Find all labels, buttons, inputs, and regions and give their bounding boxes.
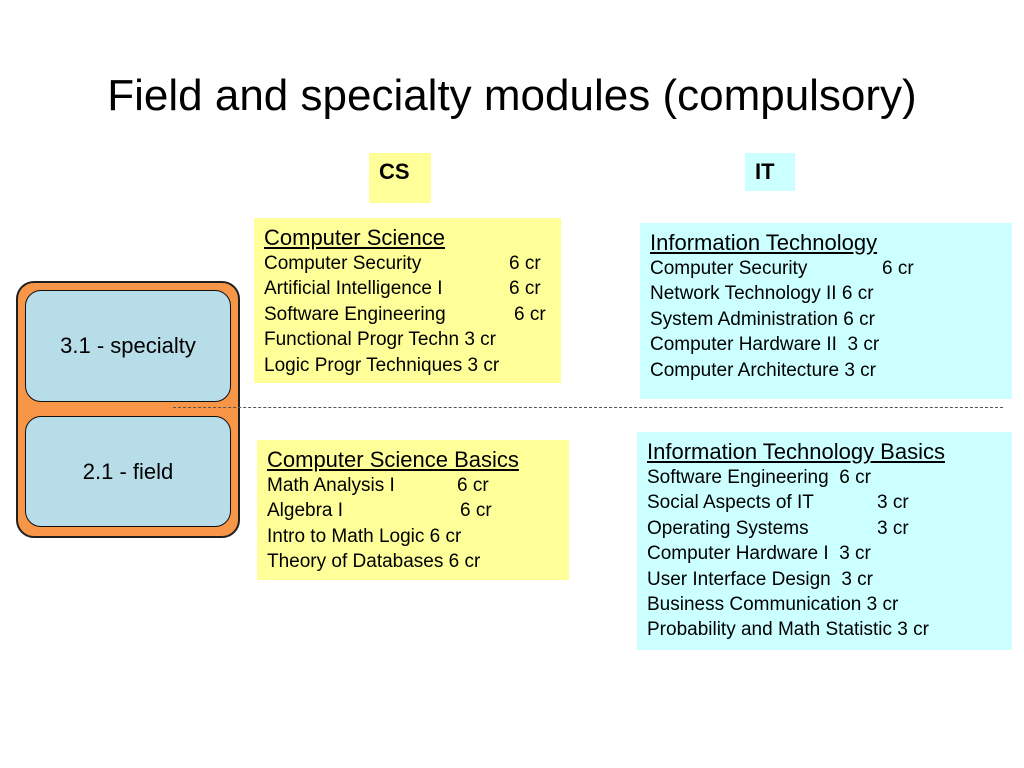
it-tag: IT [745,153,795,191]
list-item: Math Analysis I 6 cr [267,473,569,498]
course-name: Business Communication [647,594,862,616]
course-name: Intro to Math Logic [267,525,425,547]
course-name: Probability and Math Statistic [647,619,893,641]
list-item: Algebra I 6 cr [267,498,569,523]
list-item: Logic Progr Techniques 3 cr [264,353,561,378]
course-credit: 3 cr [866,594,899,616]
list-item: Social Aspects of IT 3 cr [647,490,1012,515]
course-name: Operating Systems [647,517,809,539]
list-item: Network Technology II 6 cr [650,281,1012,306]
list-item: Functional Progr Techn 3 cr [264,327,561,352]
course-name: Logic Progr Techniques [264,354,463,376]
list-item: Computer Hardware I 3 cr [647,541,1012,566]
list-item: Operating Systems 3 cr [647,516,1012,541]
course-credit: 3 cr [877,517,909,539]
course-credit: 3 cr [841,568,873,590]
list-item: System Administration 6 cr [650,307,1012,332]
slide-title: Field and specialty modules (compulsory) [107,71,917,120]
course-credit: 3 cr [877,492,909,514]
field-level-box: 2.1 - field [25,416,231,527]
course-name: Software Engineering [264,303,446,325]
list-item: User Interface Design 3 cr [647,567,1012,592]
course-name: Theory of Databases [267,551,444,573]
list-item: Computer Security 6 cr [650,256,1012,281]
specialty-level-box: 3.1 - specialty [25,290,231,402]
it-field-box: Information Technology Basics Software E… [637,432,1012,650]
course-credit: 3 cr [897,619,929,641]
cs-field-title: Computer Science Basics [267,447,519,472]
course-name: Software Engineering [647,467,829,488]
list-item: Business Communication 3 cr [647,592,1012,617]
course-name: Network Technology II [650,283,837,305]
course-name: Social Aspects of IT [647,492,814,514]
course-credit: 6 cr [514,303,546,325]
cs-tag: CS [369,153,431,203]
cs-field-box: Computer Science Basics Math Analysis I 6… [257,440,569,580]
course-credit: 3 cr [847,334,880,356]
course-name: Computer Architecture [650,359,840,381]
course-name: System Administration [650,308,838,330]
course-credit: 6 cr [509,253,541,274]
course-name: Artificial Intelligence I [264,278,443,300]
cs-specialty-box: Computer Science Computer Security 6 cr A… [254,218,561,383]
it-specialty-title: Information Technology [650,230,878,255]
course-credit: 6 cr [460,500,492,522]
level-divider [173,407,1003,408]
course-name: Algebra I [267,500,344,522]
list-item: Computer Architecture 3 cr [650,358,1012,383]
list-item: Theory of Databases 6 cr [267,549,569,574]
course-name: Computer Hardware I [647,543,829,565]
list-item: Software Engineering 6 cr [264,302,561,327]
course-credit: 6 cr [841,283,874,305]
list-item: Computer Hardware II 3 cr [650,332,1012,357]
course-credit: 6 cr [457,475,489,496]
course-credit: 6 cr [843,308,875,330]
list-item: Probability and Math Statistic 3 cr [647,617,1012,642]
course-credit: 3 cr [844,359,876,381]
it-specialty-box: Information Technology Computer Security… [640,223,1012,399]
course-name: Functional Progr Techn [264,329,460,351]
course-name: Computer Hardware II [650,334,837,356]
cs-specialty-title: Computer Science [264,225,445,250]
course-credit: 3 cr [839,543,871,565]
course-name: Computer Security [650,258,808,279]
list-item: Software Engineering 6 cr [647,465,1012,490]
it-field-title: Information Technology Basics [647,439,945,464]
course-credit: 6 cr [448,551,481,573]
course-credit: 6 cr [429,525,462,547]
list-item: Artificial Intelligence I 6 cr [264,276,561,301]
course-credit: 3 cr [467,354,500,376]
course-credit: 6 cr [839,467,871,488]
course-name: User Interface Design [647,568,831,590]
course-credit: 3 cr [464,329,497,351]
course-credit: 6 cr [509,278,541,300]
list-item: Intro to Math Logic 6 cr [267,524,569,549]
course-credit: 6 cr [882,258,914,279]
course-name: Computer Security [264,253,422,274]
list-item: Computer Security 6 cr [264,251,561,276]
course-name: Math Analysis I [267,475,395,496]
